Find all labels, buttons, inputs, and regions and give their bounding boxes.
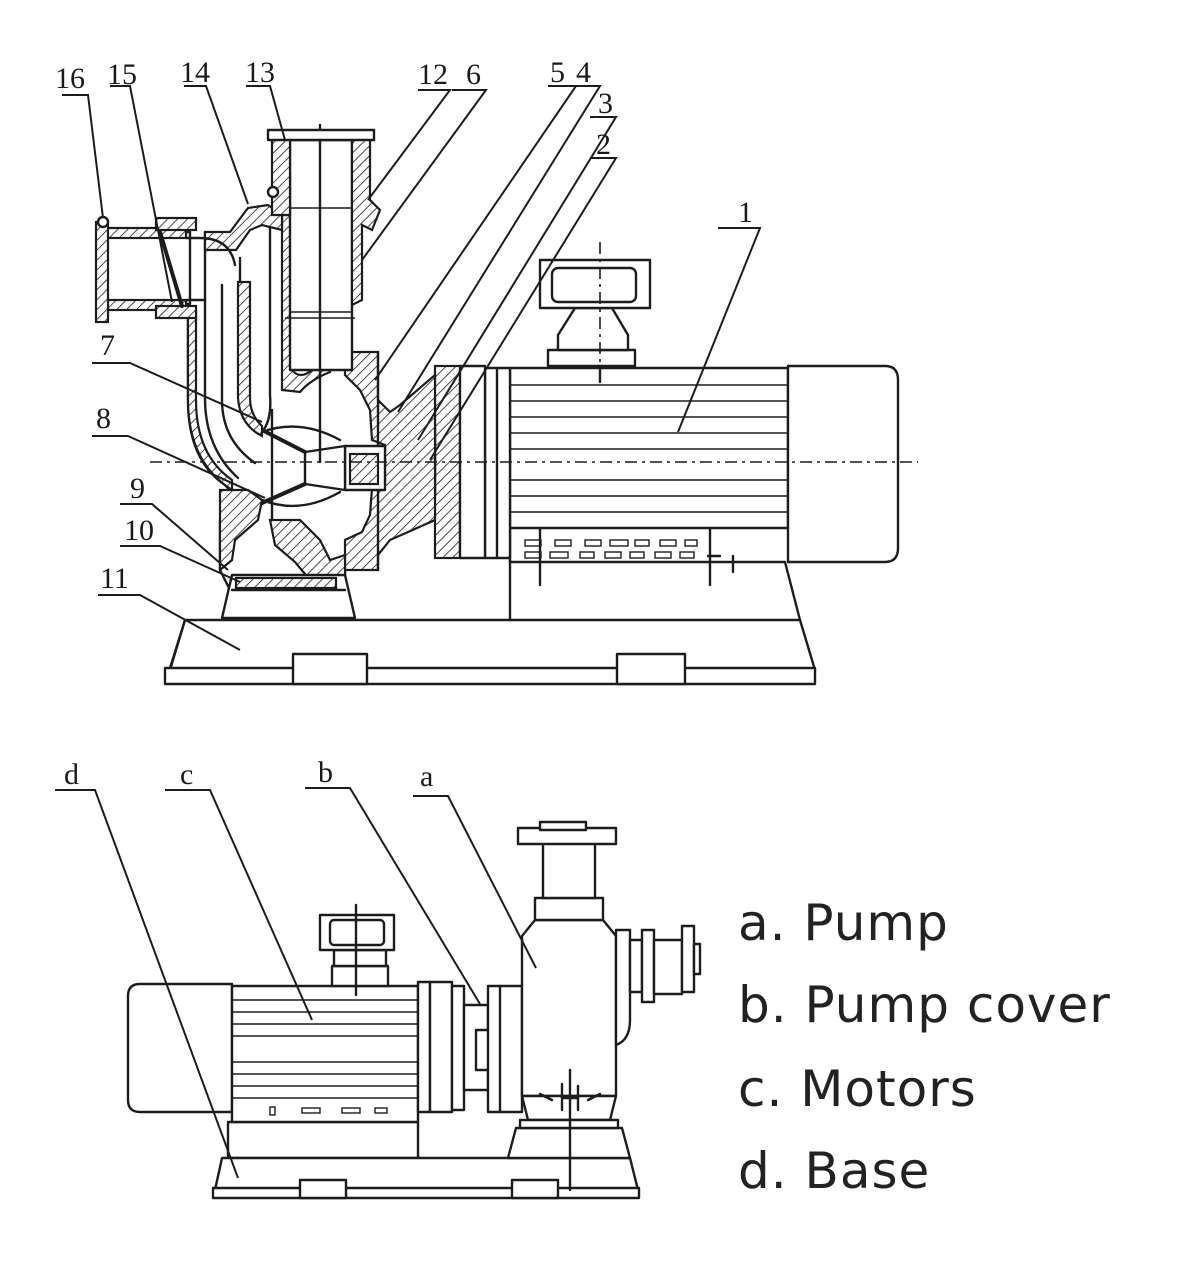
section-inlet (94, 215, 237, 324)
section-pump-casing (186, 203, 357, 620)
exterior-pump-cover (462, 984, 524, 1114)
callout-15: 15 (107, 58, 137, 91)
callout-2: 2 (596, 128, 611, 161)
callout-13: 13 (245, 56, 275, 89)
exterior-pump (506, 820, 702, 1192)
exterior-callouts: d c b a (64, 756, 433, 793)
exterior-view: d c b a (55, 756, 702, 1200)
legend-item-base: d. Base (738, 1142, 930, 1200)
section-motor (508, 242, 900, 587)
callout-12: 12 (418, 58, 448, 91)
legend-item-motors: c. Motors (738, 1060, 977, 1118)
exterior-motor (230, 903, 420, 1124)
section-impeller (260, 408, 342, 522)
callout-d: d (64, 758, 79, 791)
callout-9: 9 (130, 472, 145, 505)
legend-item-pump: a. Pump (738, 894, 949, 952)
section-discharge (266, 123, 382, 464)
section-view: 16 15 14 13 12 6 5 4 3 2 1 7 8 9 10 11 (55, 56, 918, 686)
legend: a. Pump b. Pump cover c. Motors d. Base (738, 894, 1111, 1200)
callout-3: 3 (598, 87, 613, 120)
callout-b: b (318, 756, 333, 789)
callout-6: 6 (466, 58, 481, 91)
section-leaders (62, 85, 762, 651)
callout-a: a (420, 760, 433, 793)
section-base (163, 618, 817, 686)
exterior-leaders (55, 787, 537, 1179)
callout-4: 4 (576, 56, 591, 89)
section-shaft (150, 444, 918, 492)
section-motor-support (508, 558, 802, 622)
exterior-base (211, 1120, 641, 1200)
callout-1: 1 (738, 196, 753, 229)
callout-8: 8 (96, 402, 111, 435)
callout-5: 5 (550, 56, 565, 89)
section-callouts: 16 15 14 13 12 6 5 4 3 2 1 7 8 9 10 11 (55, 56, 753, 595)
callout-14: 14 (180, 56, 210, 89)
legend-item-pump-cover: b. Pump cover (738, 976, 1111, 1034)
callout-7: 7 (100, 329, 115, 362)
callout-c: c (180, 758, 193, 791)
callout-11: 11 (100, 562, 129, 595)
exterior-flange (416, 980, 466, 1114)
exterior-fan-cover (126, 982, 234, 1114)
callout-16: 16 (55, 62, 85, 95)
callout-10: 10 (124, 514, 154, 547)
